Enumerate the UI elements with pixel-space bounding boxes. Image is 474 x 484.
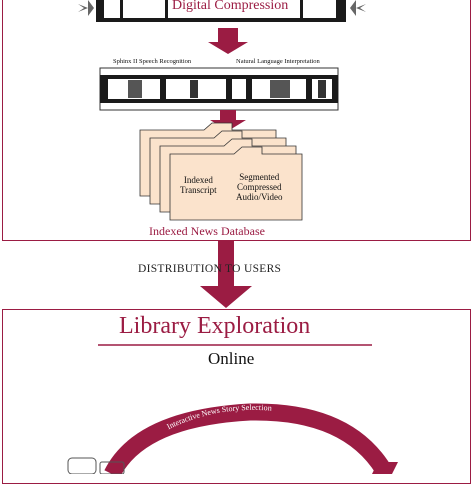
selection-arc — [104, 403, 398, 474]
top-film-strip — [78, 0, 366, 22]
library-title: Library Exploration — [119, 313, 311, 339]
library-subtitle: Online — [208, 349, 255, 368]
interpretation-label: Natural Language Interpretation — [236, 58, 320, 65]
distribution-label: DISTRIBUTION TO USERS — [138, 263, 282, 275]
film-label: Digital Compression — [172, 0, 289, 13]
diagram-graphics: Interactive News Story Selection — [67, 0, 398, 474]
recognition-label: Sphinx II Speech Recognition — [113, 58, 192, 65]
processing-panel — [2, 0, 471, 241]
arrow-compression-to-recognition — [208, 28, 248, 54]
indexed-transcript-label: Indexed Transcript — [180, 175, 217, 195]
distribution-arrow — [200, 240, 252, 308]
database-label: Indexed News Database — [149, 224, 265, 238]
recognition-film-strip — [99, 67, 339, 111]
segmented-media-label: Segmented Compressed Audio/Video — [236, 172, 283, 202]
database-card-stack — [139, 122, 303, 221]
user-terminal-icon — [67, 457, 125, 474]
arrow-recognition-to-database — [210, 110, 246, 131]
